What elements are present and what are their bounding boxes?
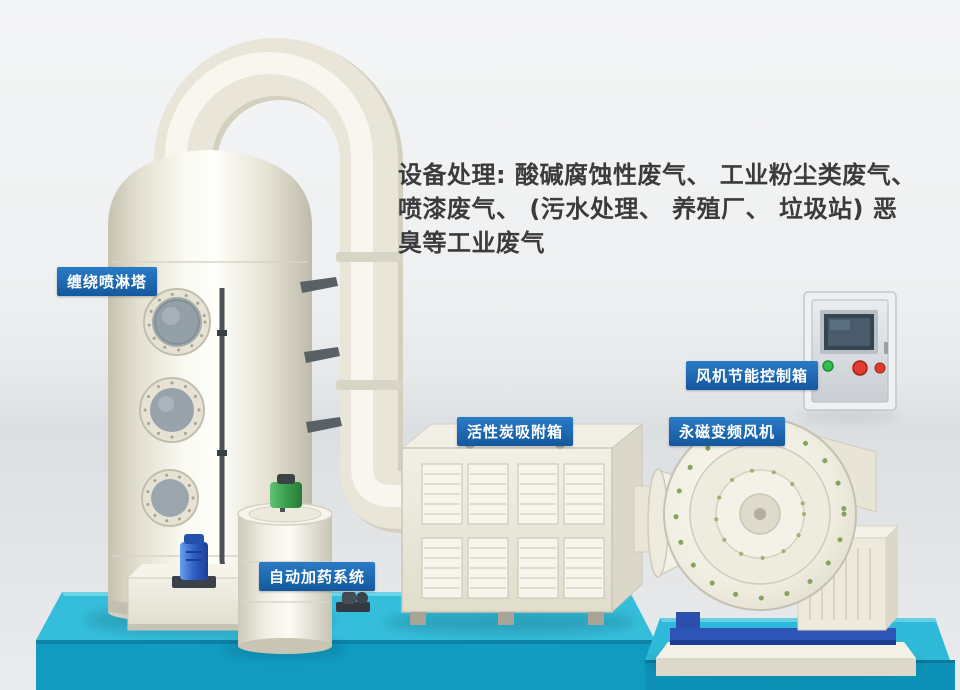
dosing-pump-green (270, 474, 302, 512)
transfer-pump-small (336, 592, 370, 612)
tower-outlet-pipe (154, 38, 440, 533)
carbon-adsorption-box (400, 422, 661, 625)
description-text: 设备处理: 酸碱腐蚀性废气、 工业粉尘类废气、 喷漆废气、 (污水处理、 养殖厂… (398, 161, 916, 257)
carbon-box-louver-panels (421, 463, 605, 599)
tower-porthole-middle (139, 377, 205, 443)
dosing-pump-blue (172, 534, 216, 588)
label-spray-tower: 缠绕喷淋塔 (57, 267, 158, 296)
control-red-button[interactable] (852, 360, 868, 376)
control-red-lamp[interactable] (874, 362, 886, 374)
fan-control-box (800, 291, 900, 422)
label-carbon-box: 活性炭吸附箱 (457, 417, 574, 446)
tower-porthole-bottom (141, 469, 199, 527)
label-control-box: 风机节能控制箱 (686, 361, 819, 390)
control-door-handle[interactable] (884, 342, 888, 354)
fan-volute (663, 417, 857, 611)
control-box-screen (820, 310, 878, 354)
control-green-lamp[interactable] (822, 360, 834, 372)
fan-assembly (656, 417, 916, 676)
label-dosing-system: 自动加药系统 (259, 562, 376, 591)
tower-porthole-top (143, 288, 211, 356)
fan-base-slab (656, 642, 916, 676)
carbon-box-feet (410, 612, 604, 625)
tower-brackets (300, 277, 342, 433)
label-fan: 永磁变频风机 (669, 417, 786, 446)
